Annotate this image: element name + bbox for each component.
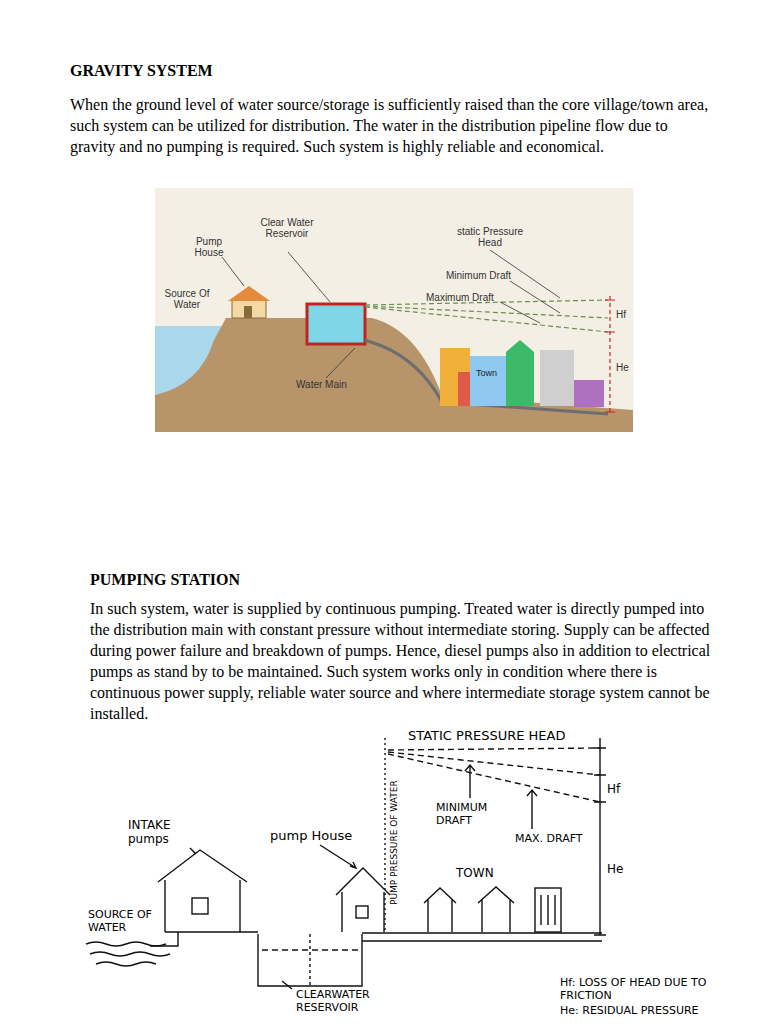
sketch-label: PUMP PRESSURE OF WATER xyxy=(389,780,399,905)
body-paragraph: In such system, water is supplied by con… xyxy=(90,598,712,724)
diagram-label: Pump House xyxy=(186,236,232,258)
leader-line xyxy=(190,848,196,854)
diagram-label: static Pressure Head xyxy=(448,226,532,248)
building xyxy=(470,356,508,406)
pump-house-door xyxy=(244,306,252,318)
town-house xyxy=(535,888,561,932)
legend-note: Hf: LOSS OF HEAD DUE TO FRICTION xyxy=(560,976,710,1002)
dimension-tick xyxy=(605,300,615,301)
minimum-draft-line xyxy=(365,306,608,318)
dimension-label: Hf xyxy=(607,782,620,796)
dimension-label: Hf xyxy=(616,309,626,320)
sketch-label: STATIC PRESSURE HEAD xyxy=(408,728,565,743)
dimension-tick xyxy=(605,412,615,413)
sketch-label: TOWN xyxy=(456,866,494,880)
building xyxy=(506,340,534,406)
sketch-label: pump House xyxy=(270,828,352,843)
dimension-tick xyxy=(605,332,615,333)
leader-line xyxy=(282,981,292,989)
dimension-label: He xyxy=(607,862,623,876)
distribution-main xyxy=(386,933,602,941)
intake-house xyxy=(158,850,247,932)
leader-arrow xyxy=(527,790,537,829)
water-wave xyxy=(90,952,170,956)
diagram-label: Water Main xyxy=(296,379,347,390)
reservoir-partition xyxy=(309,934,310,986)
building xyxy=(540,350,574,406)
dimension-tick xyxy=(594,748,606,935)
town-house xyxy=(424,888,456,932)
body-paragraph: When the ground level of water source/st… xyxy=(70,94,710,157)
reservoir-water-level xyxy=(262,949,358,950)
sketch-label: MAX. DRAFT xyxy=(515,832,583,845)
building xyxy=(574,380,604,407)
dimension-label: He xyxy=(616,362,629,373)
section-heading: PUMPING STATION xyxy=(90,570,240,590)
section-heading: GRAVITY SYSTEM xyxy=(70,61,213,81)
diagram-label: Clear Water Reservoir xyxy=(258,217,316,239)
leader-arrow xyxy=(320,845,356,868)
window xyxy=(356,906,368,918)
pumping-sketch xyxy=(86,738,606,989)
leader-line xyxy=(288,252,330,302)
leader-line xyxy=(222,257,244,286)
head-dimension-line xyxy=(609,296,610,412)
ground xyxy=(155,318,633,432)
pump-house-roof xyxy=(228,286,270,301)
leader-line xyxy=(326,348,355,378)
clearwater-reservoir xyxy=(258,934,362,986)
gravity-illustration xyxy=(155,188,633,432)
window xyxy=(192,898,208,914)
window-bars xyxy=(541,895,555,925)
clear-water-reservoir xyxy=(307,304,365,344)
diagram-label: Maximum Draft xyxy=(426,292,494,303)
maximum-draft-line xyxy=(365,307,608,332)
sketch-label: CLEARWATER RESERVOIR xyxy=(296,988,416,1014)
sketch-label: INTAKE pumps xyxy=(128,818,198,846)
head-dimension-line xyxy=(599,738,600,935)
pump-house-wall xyxy=(232,300,266,318)
pump-pressure-line xyxy=(384,738,385,930)
leader-line xyxy=(500,302,540,323)
static-head-line xyxy=(388,748,600,750)
legend-note: He: RESIDUAL PRESSURE xyxy=(560,1004,699,1017)
sky-background xyxy=(155,188,633,432)
minimum-draft-line xyxy=(388,752,600,775)
town-house xyxy=(478,887,514,932)
pump-house xyxy=(336,868,390,932)
leader-line xyxy=(510,281,560,313)
diagram-label: Minimum Draft xyxy=(446,270,511,281)
intake-pipe xyxy=(150,932,178,946)
sketch-label: MINIMUM DRAFT xyxy=(436,801,510,827)
diagram-label: Town xyxy=(476,368,497,378)
leader-arrow xyxy=(465,765,475,798)
sketch-label: SOURCE OF WATER xyxy=(88,908,164,934)
maximum-draft-line xyxy=(388,754,600,802)
distribution-main xyxy=(362,933,386,941)
diagram-label: Source Of Water xyxy=(160,288,214,310)
ground-line xyxy=(165,931,258,932)
water-main xyxy=(365,340,608,414)
water-wave xyxy=(96,962,156,966)
